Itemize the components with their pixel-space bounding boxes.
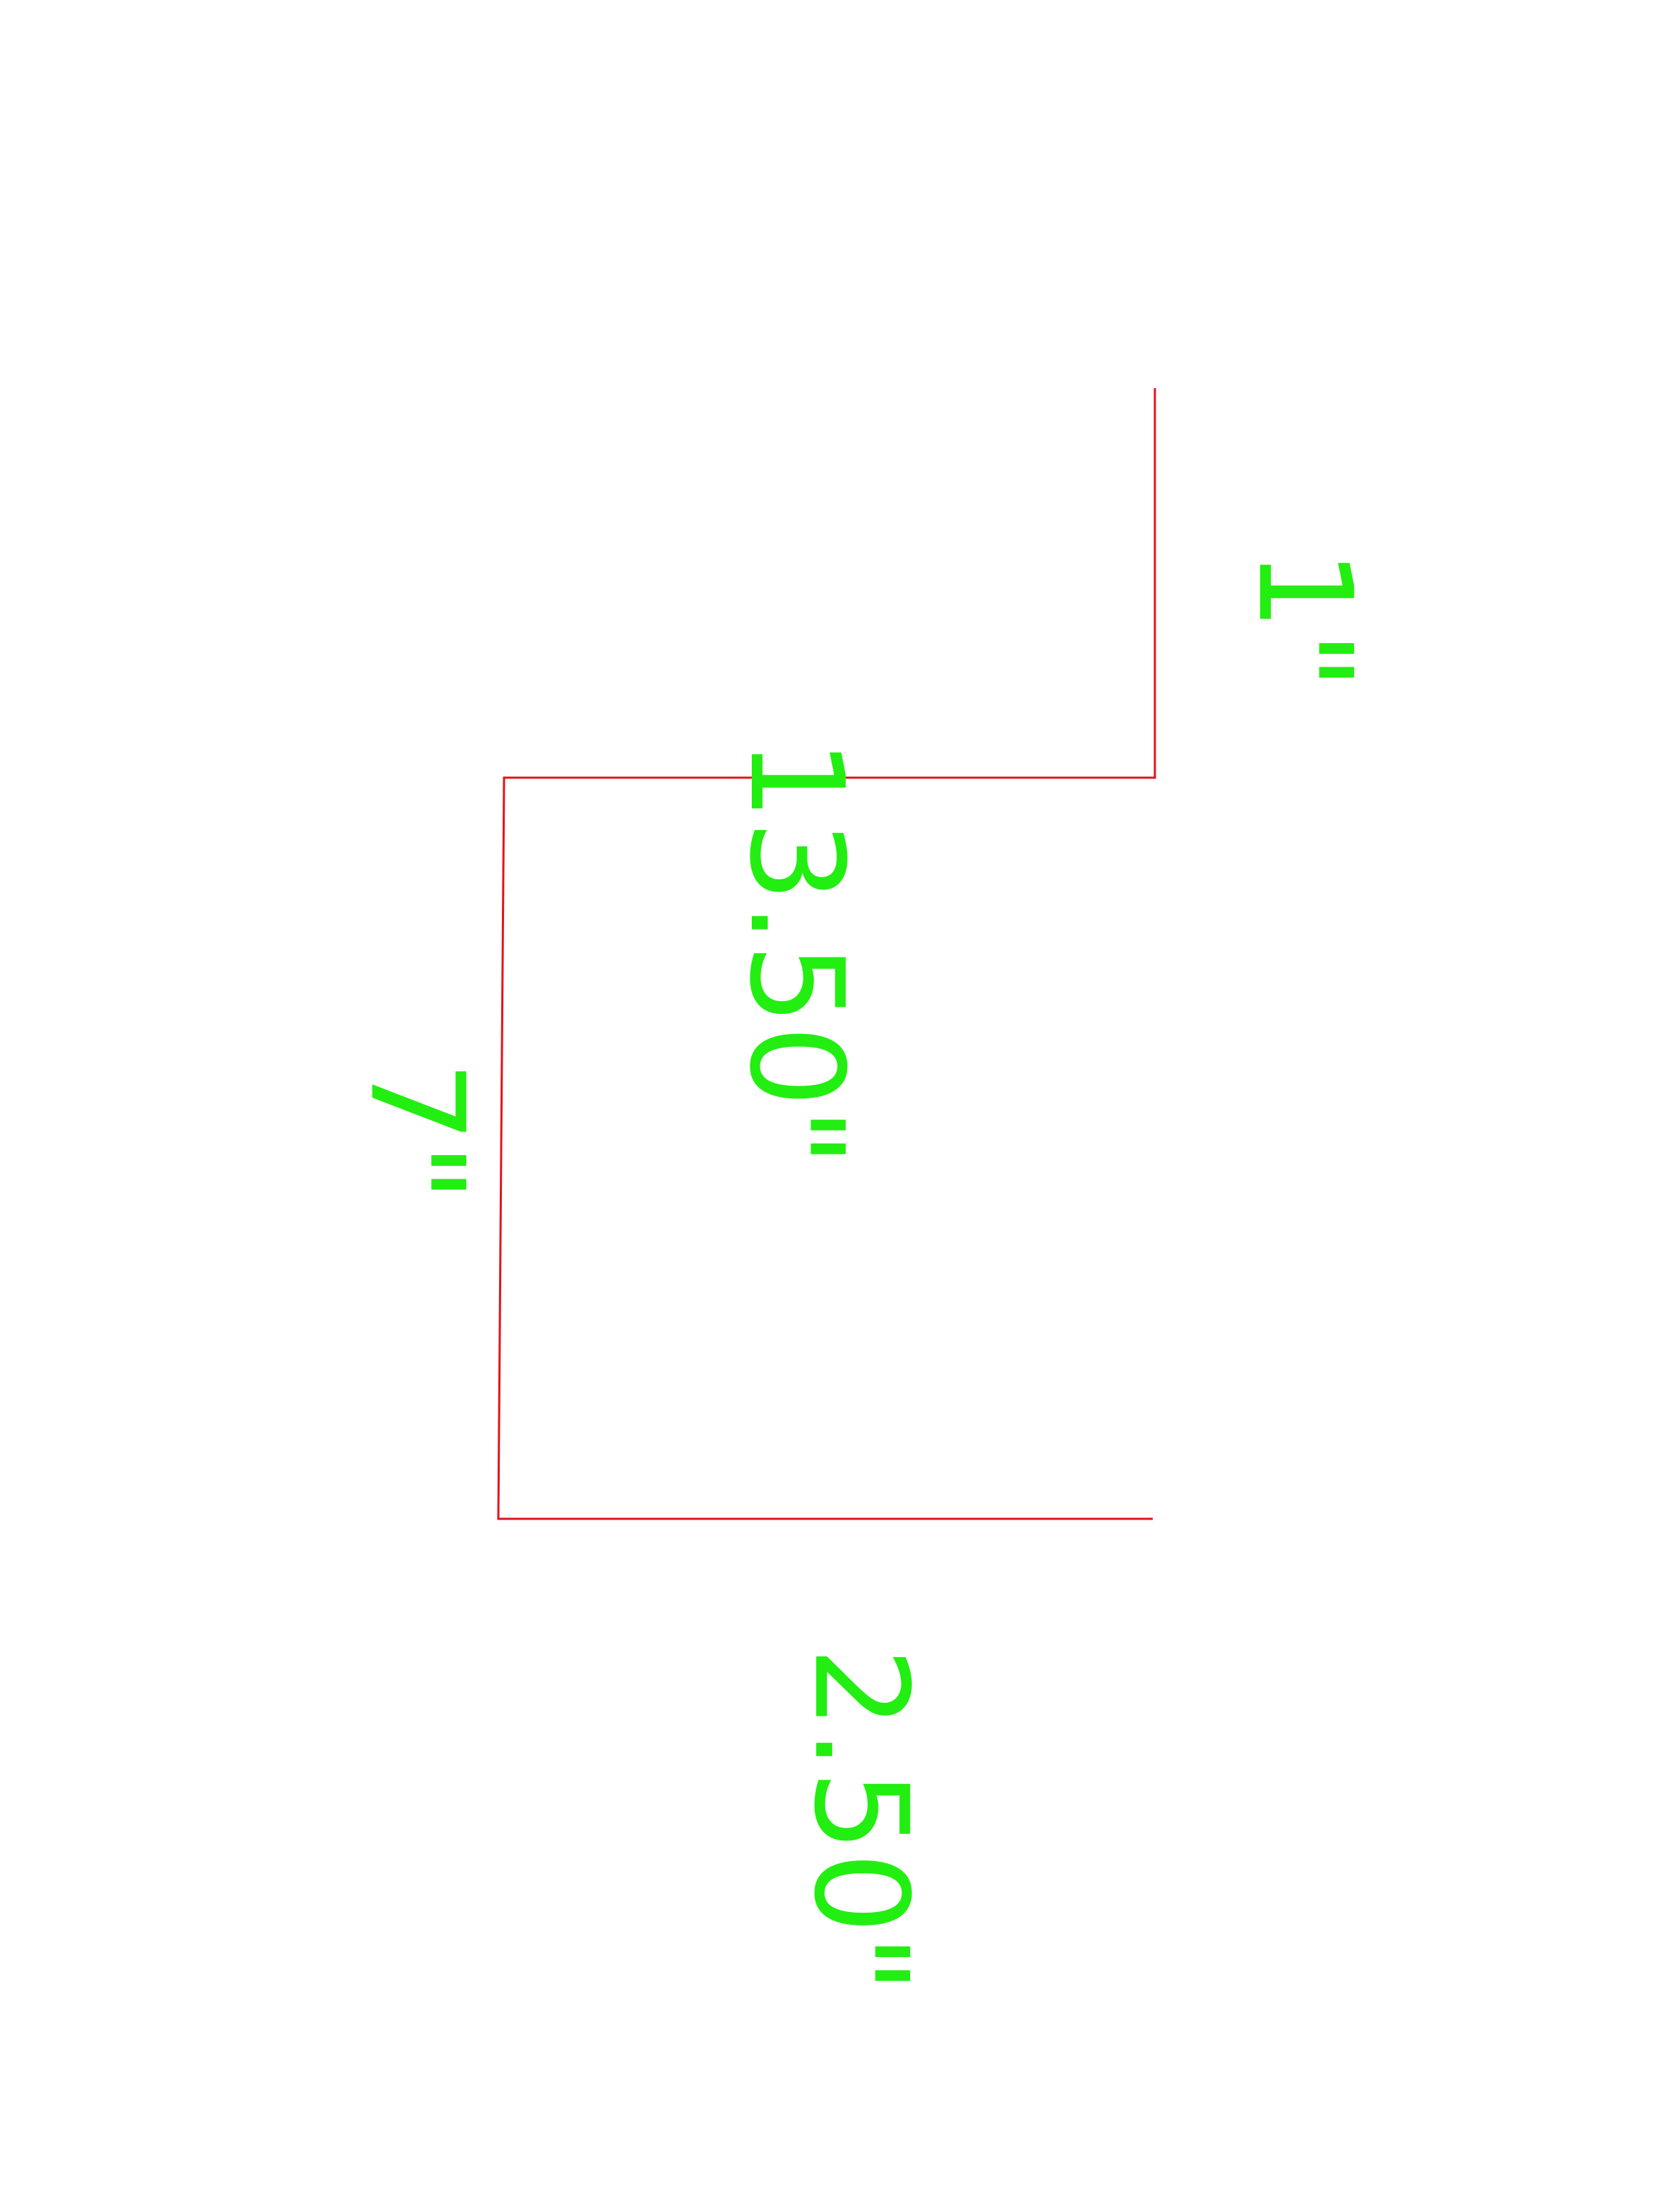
dimension-label-lower-leg: 2.50" (785, 1647, 935, 1994)
dimension-label-upper-leg: 13.50" (721, 738, 871, 1167)
dimension-label-web: 7" (342, 1061, 491, 1202)
dimension-label-top-flange: 1" (1229, 549, 1379, 690)
bent-profile-outline (497, 388, 1156, 1520)
